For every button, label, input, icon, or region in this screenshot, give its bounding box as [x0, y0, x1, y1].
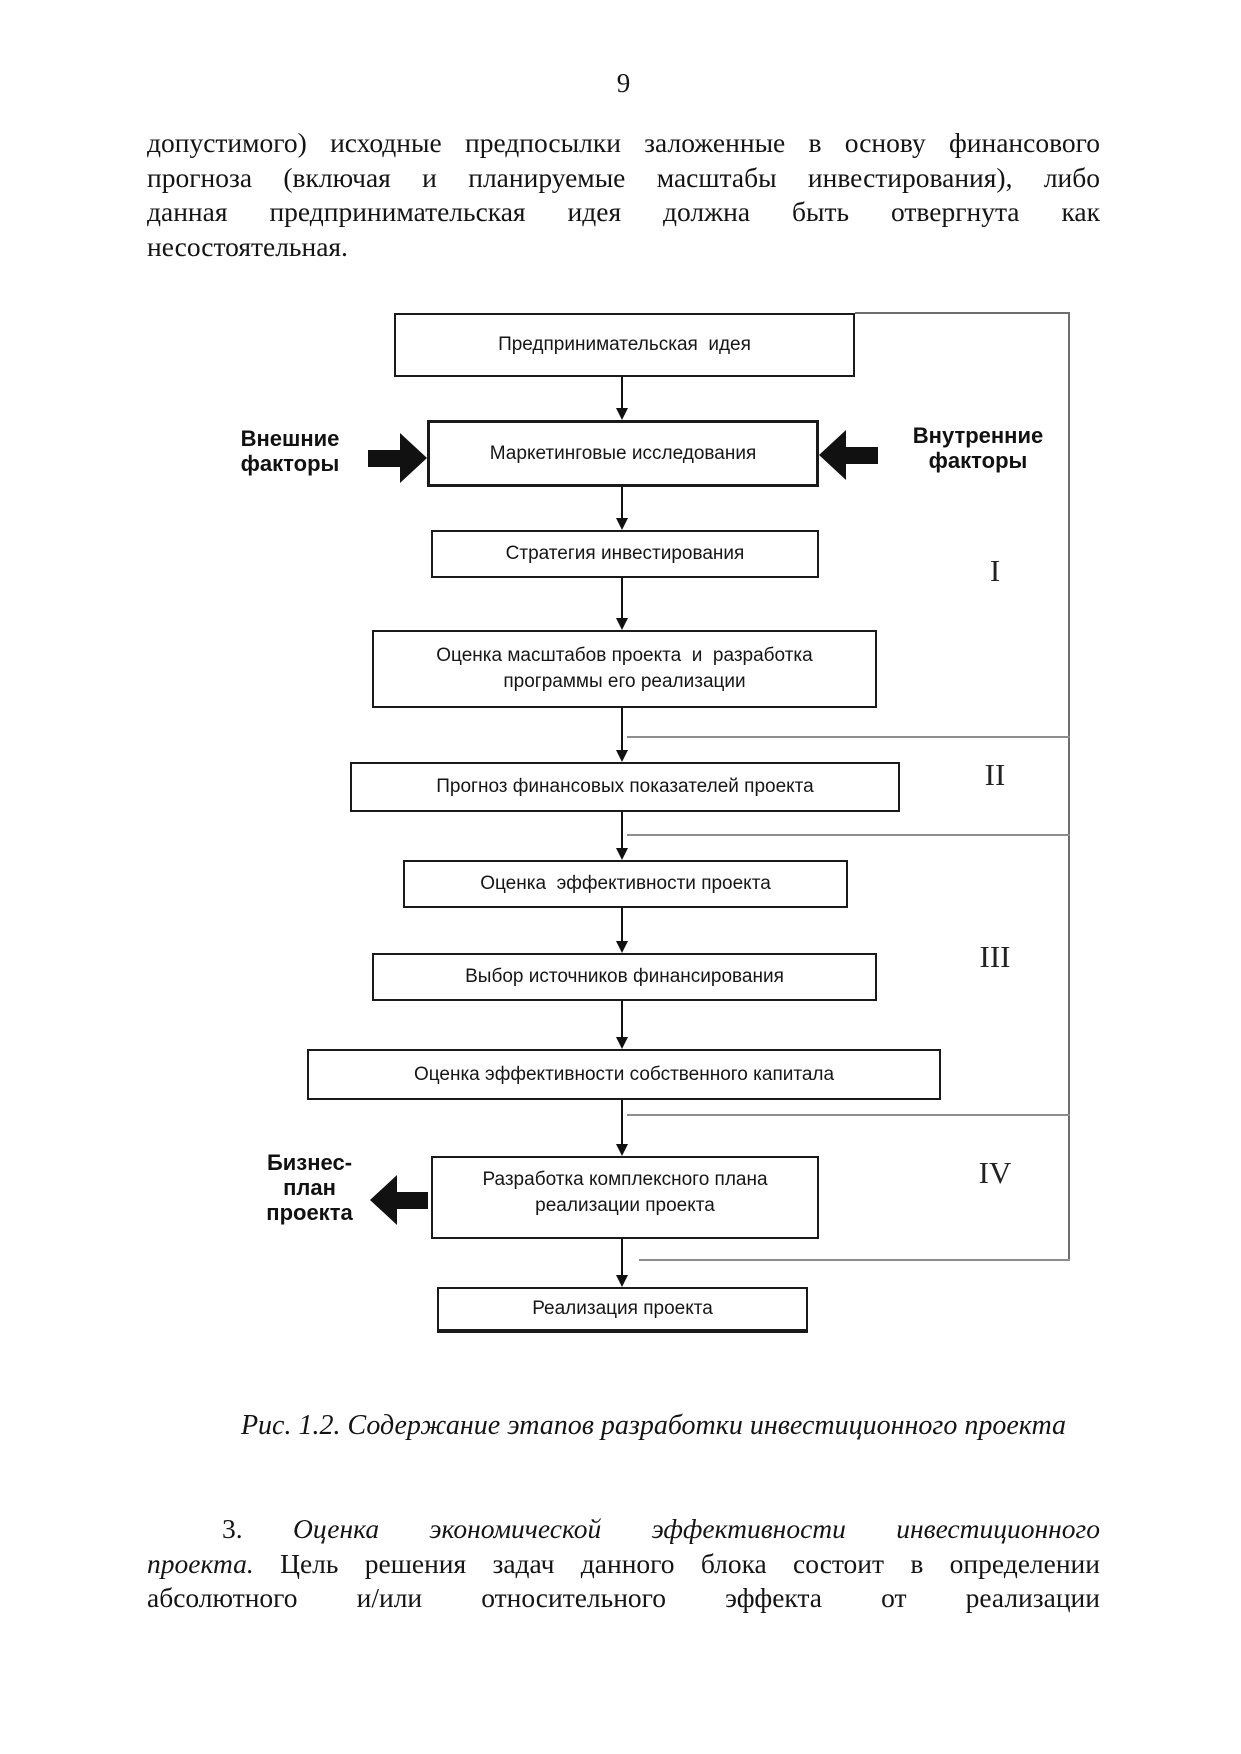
flow-box-financial-forecast: Прогноз финансовых показателей проекта	[350, 762, 900, 812]
paragraph-line: допустимого) исходные предпосылки заложе…	[147, 127, 1100, 158]
paragraph-line: проекта. Цель решения задач данного блок…	[147, 1547, 1100, 1582]
italic-text: проекта.	[147, 1547, 254, 1579]
down-arrow-icon	[616, 487, 628, 530]
flow-box-financing-sources: Выбор источников финансирования	[372, 953, 877, 1001]
flow-box-project-implementation: Реализация проекта	[437, 1287, 808, 1333]
external-factors-arrowhead-icon	[400, 433, 427, 483]
flow-box-entrepreneurial-idea: Предпринимательская идея	[394, 313, 855, 377]
paragraph-line: данная предпринимательская идея должна б…	[147, 196, 1100, 227]
paragraph-line: абсолютного и/или относительного эффекта…	[147, 1582, 1100, 1613]
flow-box-comprehensive-plan: Разработка комплексного плана реализации…	[431, 1156, 819, 1239]
down-arrow-icon	[616, 908, 628, 953]
flow-box-project-efficiency: Оценка эффективности проекта	[403, 860, 848, 908]
paragraph-line: несостоятельная.	[147, 230, 348, 262]
stage-numeral-2: II	[984, 757, 1006, 792]
stage-bracket-top-line	[855, 312, 1070, 314]
paragraph-line: прогноза (включая и планируемые масштабы…	[147, 161, 1100, 193]
business-plan-arrowhead-icon	[370, 1175, 397, 1225]
bottom-paragraph: 3. Оценка экономической эффективности ин…	[147, 1512, 1100, 1616]
figure-caption: Рис. 1.2. Содержание этапов разработки и…	[240, 1410, 1067, 1441]
stage-numeral-4: IV	[978, 1155, 1012, 1190]
stage-numeral-1: I	[989, 553, 1001, 588]
stage-divider-line	[627, 736, 1070, 738]
stage-bracket-vertical-line	[1068, 312, 1070, 1261]
external-factors-label: Внешние факторы	[240, 426, 340, 476]
italic-text: Оценка экономической эффективности инвес…	[293, 1513, 1101, 1544]
flow-box-equity-efficiency: Оценка эффективности собственного капита…	[307, 1049, 941, 1100]
top-paragraph: допустимого) исходные предпосылки заложе…	[147, 126, 1100, 264]
stage-divider-line	[639, 1259, 1070, 1261]
list-number: 3.	[222, 1513, 293, 1544]
stage-numeral-3: III	[979, 939, 1011, 974]
flow-box-project-scale: Оценка масштабов проекта и разработка пр…	[372, 630, 877, 708]
stage-divider-line	[627, 834, 1070, 836]
down-arrow-icon	[616, 708, 628, 762]
page-number: 9	[616, 68, 631, 98]
down-arrow-icon	[616, 1001, 628, 1049]
internal-factors-arrow-icon	[845, 447, 878, 464]
down-arrow-icon	[616, 1100, 628, 1156]
business-plan-arrow-icon	[395, 1192, 428, 1209]
internal-factors-label: Внутренние факторы	[912, 423, 1044, 473]
down-arrow-icon	[616, 1239, 628, 1287]
flow-box-marketing-research: Маркетинговые исследования	[427, 420, 819, 487]
external-factors-arrow-icon	[368, 450, 401, 467]
down-arrow-icon	[616, 812, 628, 860]
stage-divider-line	[627, 1114, 1070, 1116]
regular-text: Цель решения задач данного блока состоит…	[253, 1547, 1100, 1579]
flow-box-investment-strategy: Стратегия инвестирования	[431, 530, 819, 578]
business-plan-label: Бизнес- план проекта	[266, 1150, 353, 1225]
down-arrow-icon	[616, 377, 628, 420]
internal-factors-arrowhead-icon	[819, 430, 846, 480]
paragraph-line: 3. Оценка экономической эффективности ин…	[147, 1512, 1100, 1547]
down-arrow-icon	[616, 578, 628, 630]
